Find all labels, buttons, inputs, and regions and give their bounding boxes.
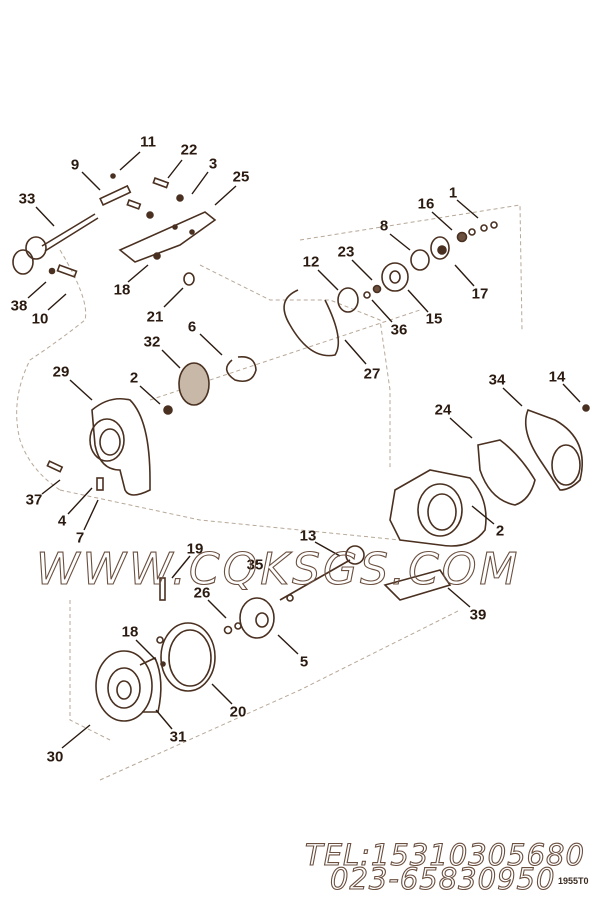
- part-callout-14: 14: [548, 368, 566, 386]
- part-callout-17: 17: [471, 285, 489, 303]
- part-callout-16: 16: [417, 195, 435, 213]
- part-callout-3: 3: [208, 155, 218, 173]
- watermark-url: WWW.CQKSGS.COM: [35, 543, 521, 595]
- part-callout-1: 1: [448, 184, 458, 202]
- part-callout-9: 9: [70, 156, 80, 174]
- part-callout-4: 4: [57, 512, 67, 530]
- part-callout-18: 18: [121, 623, 139, 641]
- part-callout-26: 26: [193, 584, 211, 602]
- part-callout-21: 21: [146, 308, 164, 326]
- part-callout-12: 12: [302, 253, 320, 271]
- part-callout-34: 34: [488, 371, 506, 389]
- part-callout-2: 2: [129, 369, 139, 387]
- part-callout-7: 7: [75, 529, 85, 547]
- watermark-fax: 023-65830950: [329, 861, 556, 896]
- reference-code: 1955T0: [558, 876, 589, 886]
- part-callout-15: 15: [425, 310, 443, 328]
- part-callout-38: 38: [10, 297, 28, 315]
- part-callout-10: 10: [31, 310, 49, 328]
- part-callout-13: 13: [299, 527, 317, 545]
- part-callout-36: 36: [390, 321, 408, 339]
- part-callout-25: 25: [232, 168, 250, 186]
- part-callout-24: 24: [434, 401, 452, 419]
- part-callout-5: 5: [299, 653, 309, 671]
- part-callout-31: 31: [169, 728, 187, 746]
- part-callout-37: 37: [25, 491, 43, 509]
- part-callout-6: 6: [187, 318, 197, 336]
- part-callout-18: 18: [113, 281, 131, 299]
- part-callout-27: 27: [363, 365, 381, 383]
- part-callout-35: 35: [246, 556, 264, 574]
- part-callout-20: 20: [229, 703, 247, 721]
- part-callout-30: 30: [46, 748, 64, 766]
- part-callout-2: 2: [495, 522, 505, 540]
- part-callout-33: 33: [18, 190, 36, 208]
- part-callout-22: 22: [180, 141, 198, 159]
- part-callout-32: 32: [143, 333, 161, 351]
- part-callout-39: 39: [469, 606, 487, 624]
- part-callout-11: 11: [140, 133, 156, 151]
- part-callout-19: 19: [186, 540, 204, 558]
- part-callout-8: 8: [379, 217, 389, 235]
- part-callout-23: 23: [337, 243, 355, 261]
- part-callout-29: 29: [52, 363, 70, 381]
- watermark-phone: TEL:15310305680: [304, 837, 585, 872]
